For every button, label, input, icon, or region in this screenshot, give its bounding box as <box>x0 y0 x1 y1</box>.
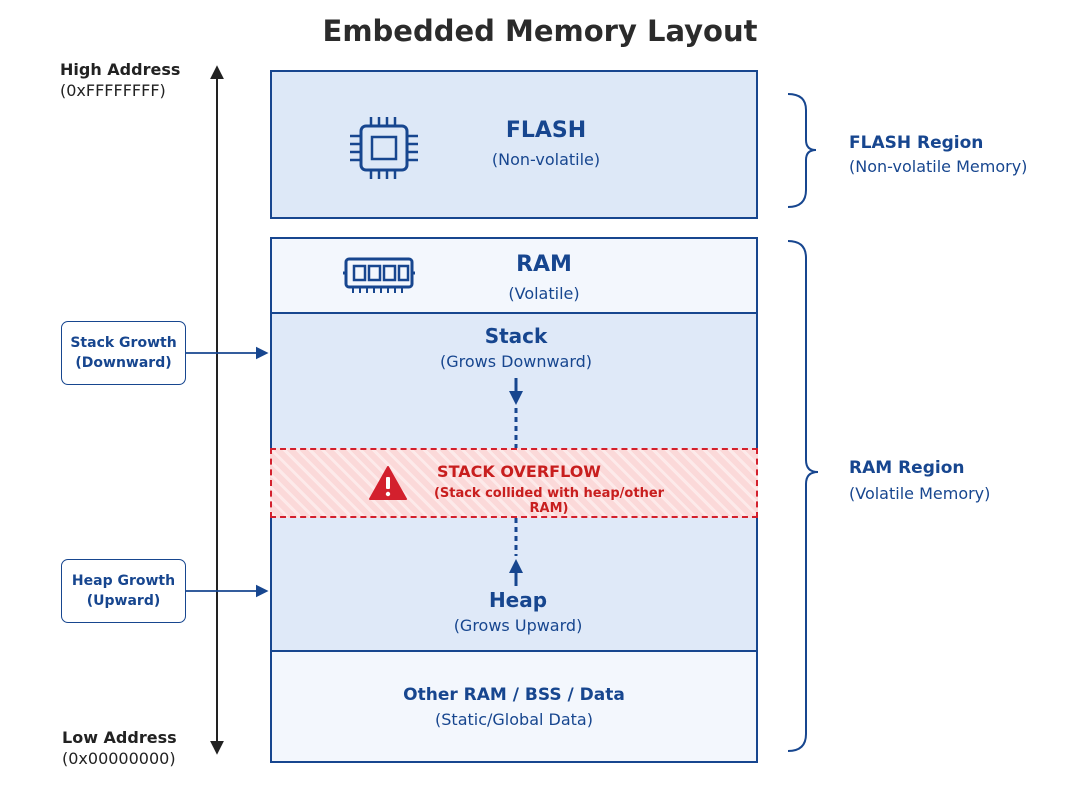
flash-subtitle: (Non-volatile) <box>491 150 601 169</box>
stack-overflow-subtitle: (Stack collided with heap/other RAM) <box>433 486 665 516</box>
flash-name: FLASH <box>505 118 587 143</box>
heap-growth-label: Heap Growth (Upward) <box>61 559 186 623</box>
stack-name: Stack <box>484 324 548 348</box>
ram-region-bracket <box>787 240 819 752</box>
flash-block <box>270 70 758 219</box>
stack-subtitle: (Grows Downward) <box>439 352 593 371</box>
low-address-text: Low Address <box>62 728 177 747</box>
diagram-title: Embedded Memory Layout <box>322 14 758 48</box>
heap-other-divider <box>272 650 756 652</box>
ram-name: RAM <box>516 252 572 277</box>
heap-subtitle: (Grows Upward) <box>453 616 583 635</box>
stack-overflow-zone <box>270 448 758 518</box>
heap-name: Heap <box>488 588 548 612</box>
heap-growth-line1: Heap Growth <box>71 572 176 589</box>
heap-growth-line2: (Upward) <box>86 593 161 609</box>
ram-region-label: RAM Region (Volatile Memory) <box>849 458 990 503</box>
high-address-text: High Address <box>60 60 181 79</box>
ram-region-title: RAM Region <box>849 458 965 478</box>
memory-module-icon <box>343 257 415 293</box>
stack-growth-line1: Stack Growth <box>70 334 177 351</box>
other-ram-subtitle: (Static/Global Data) <box>435 710 593 729</box>
flash-region-subtitle: (Non-volatile Memory) <box>849 157 1028 176</box>
high-address-value: (0xFFFFFFFF) <box>60 81 166 100</box>
stack-overflow-title: STACK OVERFLOW <box>437 462 601 481</box>
flash-region-label: FLASH Region (Non-volatile Memory) <box>849 133 1027 176</box>
low-address-value: (0x00000000) <box>62 749 176 768</box>
warning-icon <box>369 466 407 500</box>
heap-up-arrow <box>509 518 523 586</box>
low-address-label: Low Address (0x00000000) <box>62 728 177 768</box>
flash-region-bracket <box>787 93 817 208</box>
flash-region-title: FLASH Region <box>849 133 984 153</box>
ram-header-divider <box>272 312 756 314</box>
ram-region-subtitle: (Volatile Memory) <box>849 484 991 503</box>
other-ram-name: Other RAM / BSS / Data <box>403 685 625 705</box>
ram-subtitle: (Volatile) <box>508 284 580 303</box>
stack-growth-label: Stack Growth (Downward) <box>61 321 186 385</box>
high-address-label: High Address (0xFFFFFFFF) <box>60 60 180 100</box>
stack-growth-line2: (Downward) <box>75 355 172 371</box>
chip-icon <box>350 117 418 179</box>
stack-down-arrow <box>509 378 523 448</box>
